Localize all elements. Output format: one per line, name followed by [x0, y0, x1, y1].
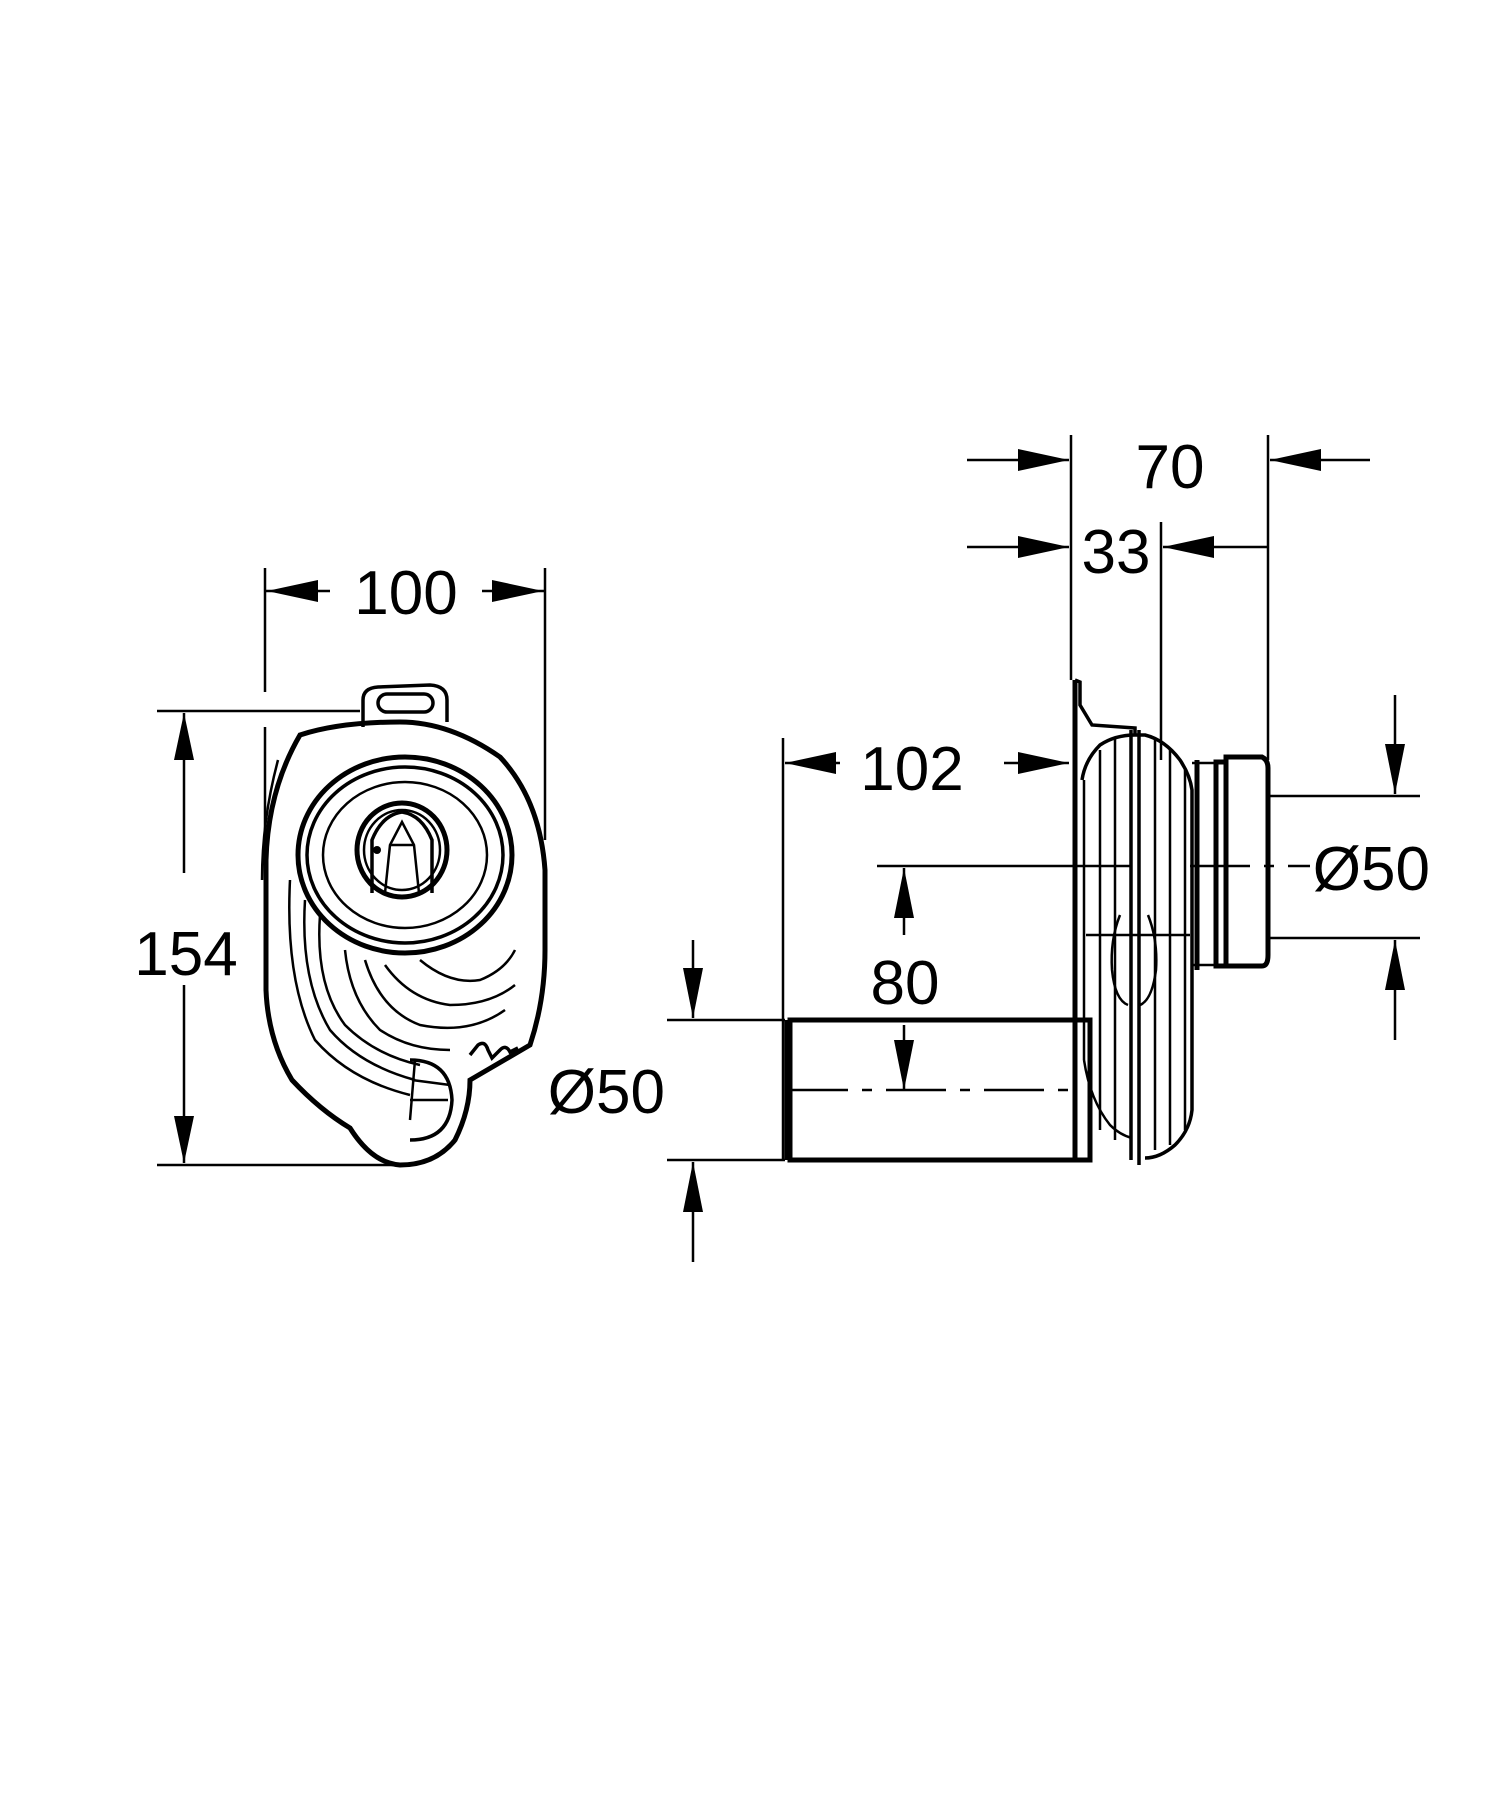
- dimension-depth-70: 70: [967, 433, 1370, 760]
- dimension-label: Ø50: [548, 1058, 665, 1127]
- siphon-side-body: [784, 678, 1310, 1165]
- dimension-label: Ø50: [1313, 835, 1430, 904]
- dimension-label: 100: [354, 559, 457, 628]
- front-view: 100 154: [134, 559, 548, 1168]
- dimension-label: 33: [1082, 518, 1151, 587]
- side-view: 70 33 102 80: [548, 433, 1430, 1262]
- dimension-33: 33: [967, 518, 1268, 760]
- siphon-front-body: [260, 683, 548, 1168]
- dimension-label: 70: [1136, 433, 1205, 502]
- dimension-label: 80: [871, 949, 940, 1018]
- dimension-label: 102: [860, 735, 963, 804]
- dimension-height-154: 154: [134, 709, 400, 1167]
- dimension-label: 154: [134, 920, 237, 989]
- dimension-width-100: 100: [263, 559, 547, 880]
- dimension-inlet-diameter: Ø50: [1268, 695, 1430, 1040]
- dimension-offset-80: 80: [871, 864, 1130, 1090]
- dimension-outlet-diameter: Ø50: [548, 940, 785, 1262]
- dimension-length-102: 102: [781, 735, 1069, 1160]
